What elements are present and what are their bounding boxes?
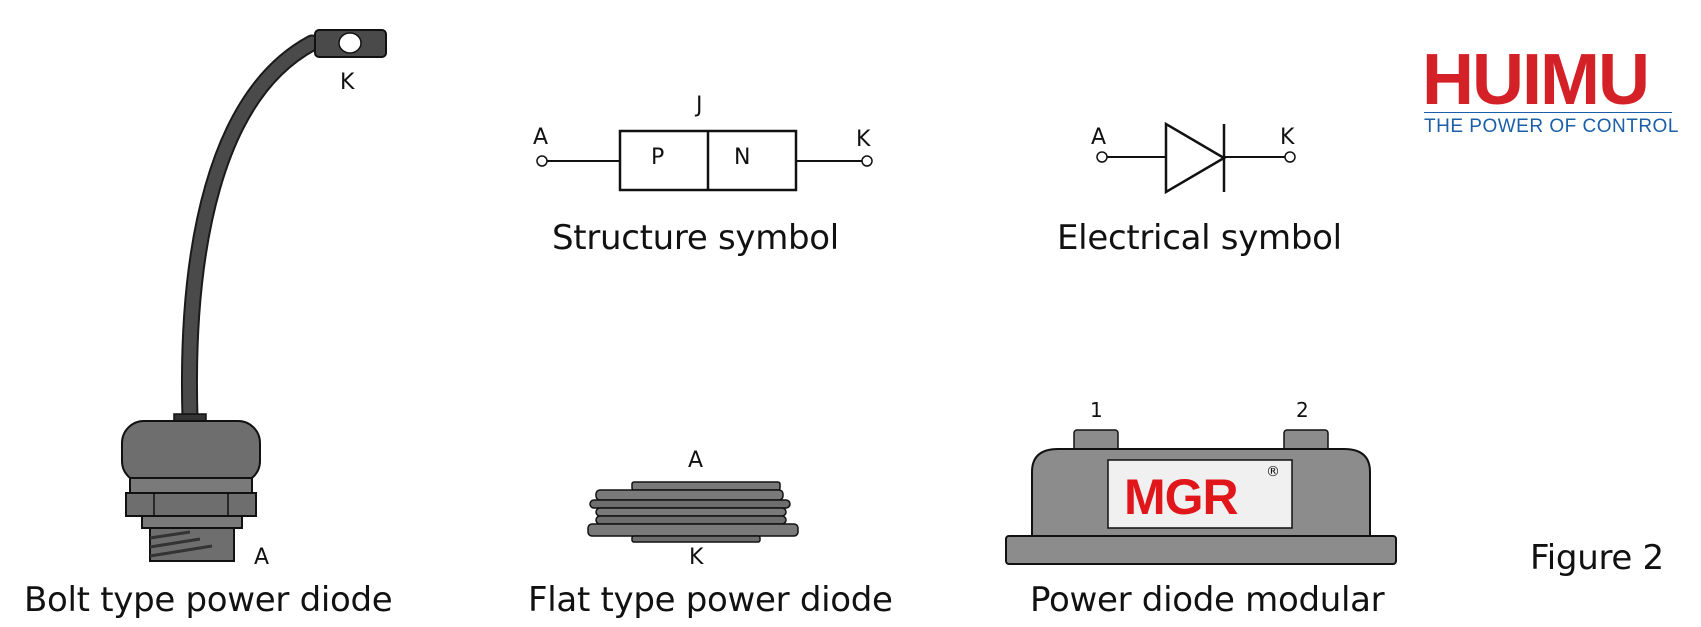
- flat-diode-illustration: [587, 481, 799, 543]
- structure-symbol-graphic: [536, 129, 873, 192]
- brand-tagline: THE POWER OF CONTROL: [1424, 116, 1679, 137]
- module-caption: Power diode modular: [1030, 580, 1385, 620]
- structure-anode-label: A: [533, 125, 549, 150]
- bolt-cap: [121, 420, 261, 484]
- brand-label-plate: [1107, 459, 1293, 529]
- electrical-cathode-label: K: [1280, 125, 1295, 150]
- hex-nut: [125, 492, 257, 517]
- terminal-1-label: 1: [1090, 398, 1103, 422]
- electrical-symbol-caption: Electrical symbol: [1057, 218, 1342, 258]
- electrical-anode-label: A: [1091, 125, 1107, 150]
- structure-symbol-caption: Structure symbol: [552, 218, 839, 258]
- diode-electrical-symbol: [1096, 121, 1296, 195]
- figure-label: Figure 2: [1530, 538, 1664, 578]
- bolt-cathode-label: K: [340, 70, 355, 95]
- diode-triangle: [1164, 121, 1227, 195]
- cathode-terminal: [861, 155, 873, 167]
- bolt-diode-illustration: [121, 29, 387, 562]
- bolt-diode-caption: Bolt type power diode: [24, 580, 393, 620]
- terminal-2-label: 2: [1296, 398, 1309, 422]
- junction-label: J: [696, 93, 703, 118]
- flat-anode-label: A: [688, 448, 704, 473]
- module-base: [1005, 535, 1397, 565]
- n-region-label: N: [734, 145, 751, 170]
- bolt-anode-label: A: [254, 545, 270, 570]
- registered-mark: ®: [1266, 464, 1280, 480]
- structure-cathode-label: K: [856, 127, 871, 152]
- mgr-brand-text: MGR: [1124, 469, 1239, 525]
- module-illustration: [1005, 429, 1397, 565]
- anode-terminal: [536, 155, 548, 167]
- p-region-label: P: [651, 145, 665, 170]
- flat-cathode-label: K: [689, 545, 704, 570]
- flat-diode-caption: Flat type power diode: [528, 580, 893, 620]
- brand-logo: HUIMU: [1422, 40, 1650, 120]
- logo-rule: [1424, 112, 1672, 113]
- lug-hole: [338, 32, 362, 54]
